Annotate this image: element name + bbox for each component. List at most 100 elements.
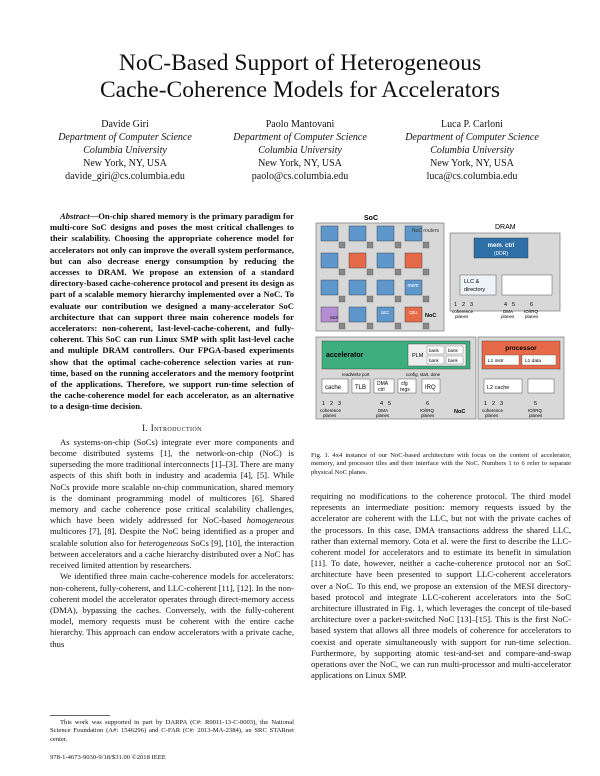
author-2: Paolo Mantovani Department of Computer S…	[205, 118, 395, 183]
mem-misc-block	[501, 274, 553, 296]
svg-text:planes: planes	[501, 314, 515, 319]
svg-text:3: 3	[470, 302, 473, 308]
l1-instr-label: L1 instr	[488, 358, 504, 364]
tile	[404, 225, 423, 242]
config-start-done-label: config, start, done	[406, 372, 441, 377]
aux-tile-label: aux	[330, 315, 339, 321]
svg-text:planes: planes	[529, 413, 543, 418]
author-3: Luca P. Carloni Department of Computer S…	[377, 118, 567, 183]
tile	[376, 252, 395, 269]
author-city: New York, NY, USA	[258, 158, 342, 169]
author-name: Davide Giri	[101, 119, 149, 130]
svg-text:planes: planes	[376, 413, 390, 418]
l2-cache-label: L2 cache	[487, 385, 509, 391]
author-university: Columbia University	[83, 145, 167, 156]
svg-text:2: 2	[462, 302, 465, 308]
cpu-tile-label: cpu	[409, 310, 417, 316]
svg-text:IO/IRQ: IO/IRQ	[524, 309, 539, 314]
author-dept: Department of Computer Science	[58, 132, 192, 143]
svg-text:4: 4	[504, 302, 507, 308]
tile	[348, 306, 367, 323]
noc-routers-label: NoC routers	[412, 228, 439, 234]
cache-label: cache	[325, 385, 342, 391]
author-name: Paolo Mantovani	[265, 119, 335, 130]
right-column-paragraph: requiring no modifications to the cohere…	[311, 491, 571, 681]
author-university: Columbia University	[258, 145, 342, 156]
acc-tile-label: acc	[381, 310, 389, 316]
author-city: New York, NY, USA	[83, 158, 167, 169]
tile	[404, 306, 423, 323]
author-name: Luca P. Carloni	[441, 119, 503, 130]
svg-text:5: 5	[534, 401, 537, 407]
svg-text:6: 6	[426, 401, 429, 407]
svg-text:5: 5	[388, 401, 391, 407]
accelerator-subblocks	[321, 378, 441, 394]
soc-label: SoC	[364, 215, 378, 222]
svg-text:2: 2	[492, 401, 495, 407]
svg-text:IO/IRQ: IO/IRQ	[420, 408, 435, 413]
tile	[320, 225, 339, 242]
svg-text:1: 1	[484, 401, 487, 407]
plm-label: PLM	[412, 353, 424, 359]
ddr-label: (DDR)	[494, 251, 508, 257]
author-email: luca@cs.columbia.edu	[426, 171, 518, 182]
tile	[404, 252, 423, 269]
abstract: Abstract—On-chip shared memory is the pr…	[50, 211, 294, 413]
isbn-line: 978-1-4673-9030-9/18/$31.00 ©2018 IEEE	[50, 754, 166, 761]
svg-text:planes: planes	[323, 413, 337, 418]
right-column: requiring no modifications to the cohere…	[311, 491, 571, 681]
l1-data-label: L1 data	[525, 358, 541, 364]
author-1: Davide Giri Department of Computer Scien…	[30, 118, 220, 183]
svg-text:coherence: coherence	[320, 408, 342, 413]
footnote: This work was supported in part by DARPA…	[50, 719, 294, 743]
processor-label: processor	[505, 345, 537, 352]
svg-text:bank: bank	[448, 348, 459, 353]
tile	[376, 225, 395, 242]
svg-text:bank: bank	[429, 348, 440, 353]
figure-1-diagram: SoC aux acc cpu mem NoC routers DRAM	[315, 215, 565, 420]
svg-text:3: 3	[500, 401, 503, 407]
tile-grid: aux acc cpu mem	[320, 225, 430, 330]
tile	[348, 279, 367, 296]
svg-text:bank: bank	[448, 358, 459, 363]
footnote-rule	[50, 715, 110, 716]
svg-text:IO/IRQ: IO/IRQ	[528, 408, 543, 413]
left-column: Abstract—On-chip shared memory is the pr…	[50, 211, 294, 650]
figure-caption: Fig. 1. 4x4 instance of our NoC-based ar…	[311, 452, 571, 476]
intro-paragraph-1: As systems-on-chip (SoCs) integrate ever…	[50, 436, 295, 571]
tile	[320, 279, 339, 296]
tile	[376, 279, 395, 296]
svg-text:bank: bank	[429, 358, 440, 363]
section-heading-introduction: I. Introduction	[142, 422, 202, 433]
author-email: davide_giri@cs.columbia.edu	[65, 171, 185, 182]
svg-text:6: 6	[530, 302, 533, 308]
svg-text:4: 4	[380, 401, 383, 407]
cfg-regs-label: cfg	[401, 381, 408, 387]
svg-text:DMA: DMA	[378, 408, 388, 413]
tile	[320, 252, 339, 269]
svg-text:coherence: coherence	[482, 408, 504, 413]
author-dept: Department of Computer Science	[233, 132, 367, 143]
noc-label-2: NoC	[454, 409, 465, 415]
llc-directory-block	[459, 274, 497, 296]
svg-text:DMA: DMA	[503, 309, 513, 314]
read-write-port-label: read/write port	[342, 372, 370, 377]
tile	[320, 306, 339, 323]
author-city: New York, NY, USA	[430, 158, 514, 169]
svg-text:planes: planes	[525, 314, 539, 319]
mem-ctrl-block	[473, 237, 529, 259]
svg-text:2: 2	[330, 401, 333, 407]
intro-paragraph-2: We identified three main cache-coherence…	[50, 571, 294, 649]
author-email: paolo@cs.columbia.edu	[251, 171, 349, 182]
svg-text:3: 3	[338, 401, 341, 407]
tile	[348, 225, 367, 242]
paper-title: NoC-Based Support of Heterogeneous Cache…	[0, 50, 600, 104]
accelerator-label: accelerator	[326, 352, 364, 359]
irq-label: IRQ	[425, 385, 436, 391]
title-line-1: NoC-Based Support of Heterogeneous	[118, 50, 482, 76]
